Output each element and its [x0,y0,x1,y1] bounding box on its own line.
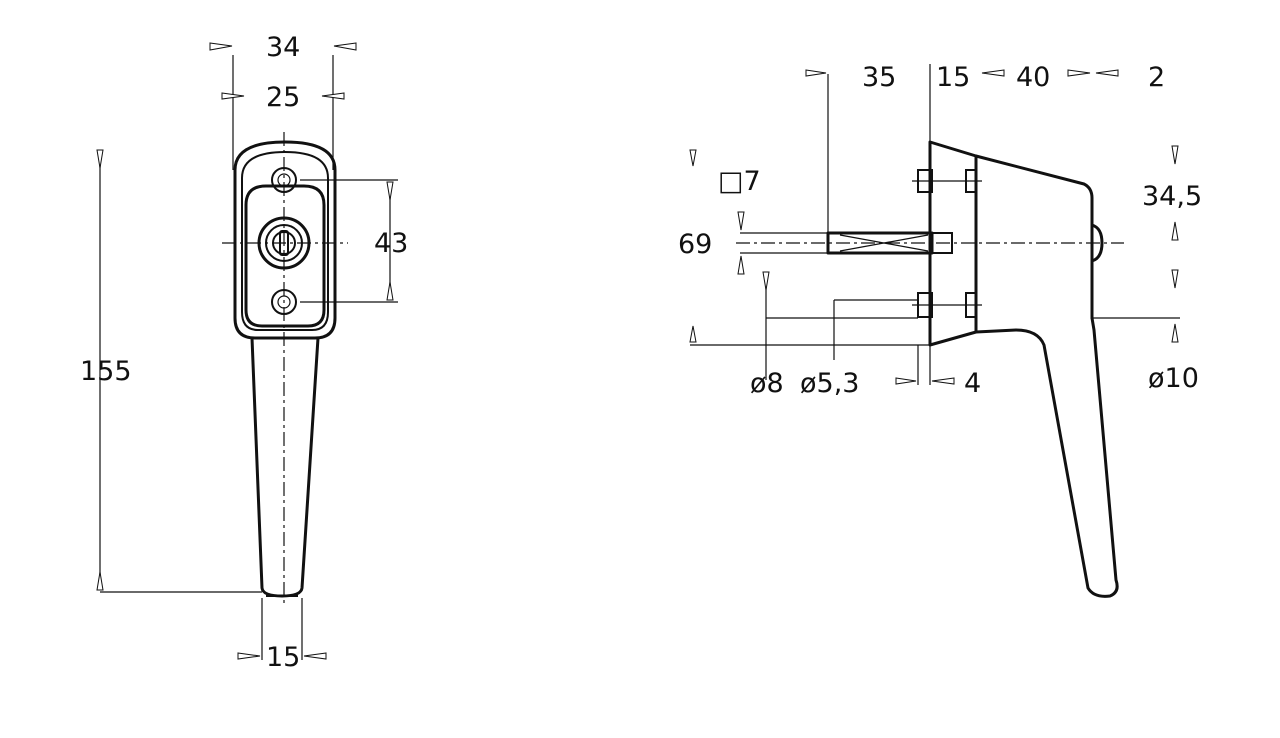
dim-diam-8: ø8 [750,368,784,399]
dim-spindle-square: □7 [718,166,761,197]
screw-bottom [912,292,982,318]
front-view: 34 25 43 155 15 [80,32,408,673]
handle-body [974,154,1094,320]
dim-diam-10: ø10 [1148,363,1199,394]
end-cap [1090,223,1104,263]
dim-width-inner: 25 [266,82,300,113]
dim-height: 155 [80,356,132,387]
rosette-outline [233,140,337,340]
dim-body: 40 [1016,62,1050,93]
dim-width-outer: 34 [266,32,300,63]
handle-grip [250,336,320,598]
dim-thickness-4: 4 [964,368,981,399]
handle-lever [974,316,1119,598]
dim-spindle-length: 35 [862,62,896,93]
dim-diam-5-3: ø5,3 [800,368,859,399]
rosette-recess [244,184,326,328]
dim-grip-width: 15 [266,642,300,673]
dim-hole-spacing: 43 [374,228,408,259]
screw-top [912,169,982,193]
dim-plate: 15 [936,62,970,93]
dim-spindle-height: 69 [678,229,712,260]
rosette-inner-outline [241,150,329,331]
side-view: 35 15 40 2 □7 69 34,5 ø8 ø5,3 4 ø10 [678,62,1202,598]
dim-end: 2 [1148,62,1165,93]
dim-base-height: 34,5 [1142,181,1202,212]
